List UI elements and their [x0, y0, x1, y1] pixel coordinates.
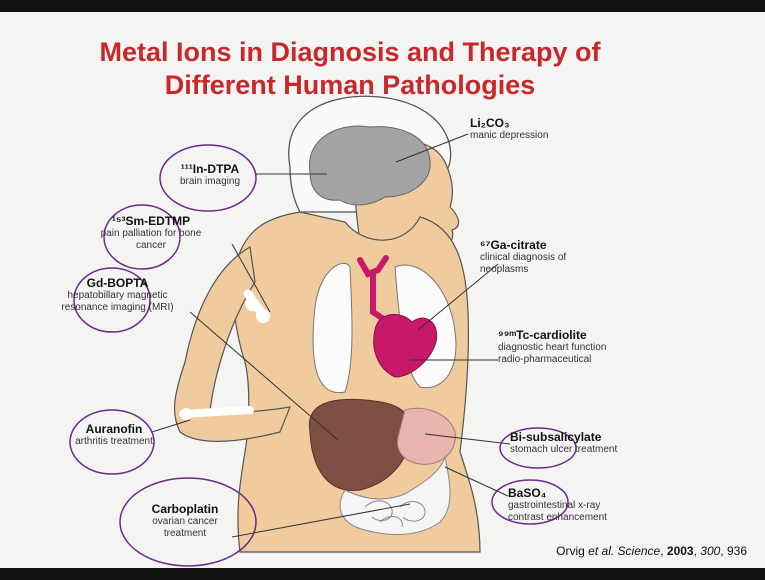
forearm-bone: [183, 410, 250, 414]
label-sm-edtmp: ¹⁵³Sm-EDTMP pain palliation for bone can…: [100, 214, 202, 252]
sm-edtmp-name: ¹⁵³Sm-EDTMP: [100, 214, 202, 228]
li2co3-name: Li₂CO₃: [470, 116, 600, 130]
citation-year: 2003: [667, 544, 694, 558]
label-gd-bopta: Gd-BOPTA hepatobillary magnetic resonanc…: [55, 276, 180, 314]
label-ga-citrate: ⁶⁷Ga-citrate clinical diagnosis of neopl…: [480, 238, 580, 276]
tc-cardiolite-desc: diagnostic heart function radio-pharmace…: [498, 342, 608, 366]
auranofin-name: Auranofin: [74, 422, 154, 436]
bi-subsalicylate-name: Bi-subsalicylate: [510, 430, 630, 444]
ga-citrate-desc: clinical diagnosis of neoplasms: [480, 252, 580, 276]
in-dtpa-desc: brain imaging: [160, 176, 260, 188]
bi-subsalicylate-desc: stomach ulcer treatment: [510, 444, 630, 456]
label-bi-subsalicylate: Bi-subsalicylate stomach ulcer treatment: [510, 430, 630, 456]
carboplatin-desc: ovarian cancer treatment: [130, 516, 240, 540]
citation-volume: 300: [700, 544, 720, 558]
li2co3-desc: manic depression: [470, 130, 600, 142]
label-baso4: BaSO₄ gastrointestinal x-ray contrast en…: [508, 486, 618, 524]
citation-authors: Orvig: [556, 544, 585, 558]
baso4-desc: gastrointestinal x-ray contrast enhancem…: [508, 500, 618, 524]
label-auranofin: Auranofin arthritis treatment: [74, 422, 154, 448]
in-dtpa-name: ¹¹¹In-DTPA: [160, 162, 260, 176]
citation-etal: et al. Science: [588, 544, 660, 558]
tc-cardiolite-name: ⁹⁹ᵐTc-cardiolite: [498, 328, 608, 342]
auranofin-desc: arthritis treatment: [74, 436, 154, 448]
label-in-dtpa: ¹¹¹In-DTPA brain imaging: [160, 162, 260, 188]
slide: Metal Ions in Diagnosis and Therapy of D…: [0, 12, 765, 568]
gd-bopta-name: Gd-BOPTA: [55, 276, 180, 290]
citation: Orvig et al. Science, 2003, 300, 936: [556, 544, 747, 558]
label-li2co3: Li₂CO₃ manic depression: [470, 116, 600, 142]
gd-bopta-desc: hepatobillary magnetic resonance imaging…: [55, 290, 180, 314]
label-carboplatin: Carboplatin ovarian cancer treatment: [130, 502, 240, 540]
citation-page: 936: [727, 544, 747, 558]
ga-citrate-name: ⁶⁷Ga-citrate: [480, 238, 580, 252]
label-tc-cardiolite: ⁹⁹ᵐTc-cardiolite diagnostic heart functi…: [498, 328, 608, 366]
carboplatin-name: Carboplatin: [130, 502, 240, 516]
baso4-name: BaSO₄: [508, 486, 618, 500]
sm-edtmp-desc: pain palliation for bone cancer: [100, 228, 202, 252]
